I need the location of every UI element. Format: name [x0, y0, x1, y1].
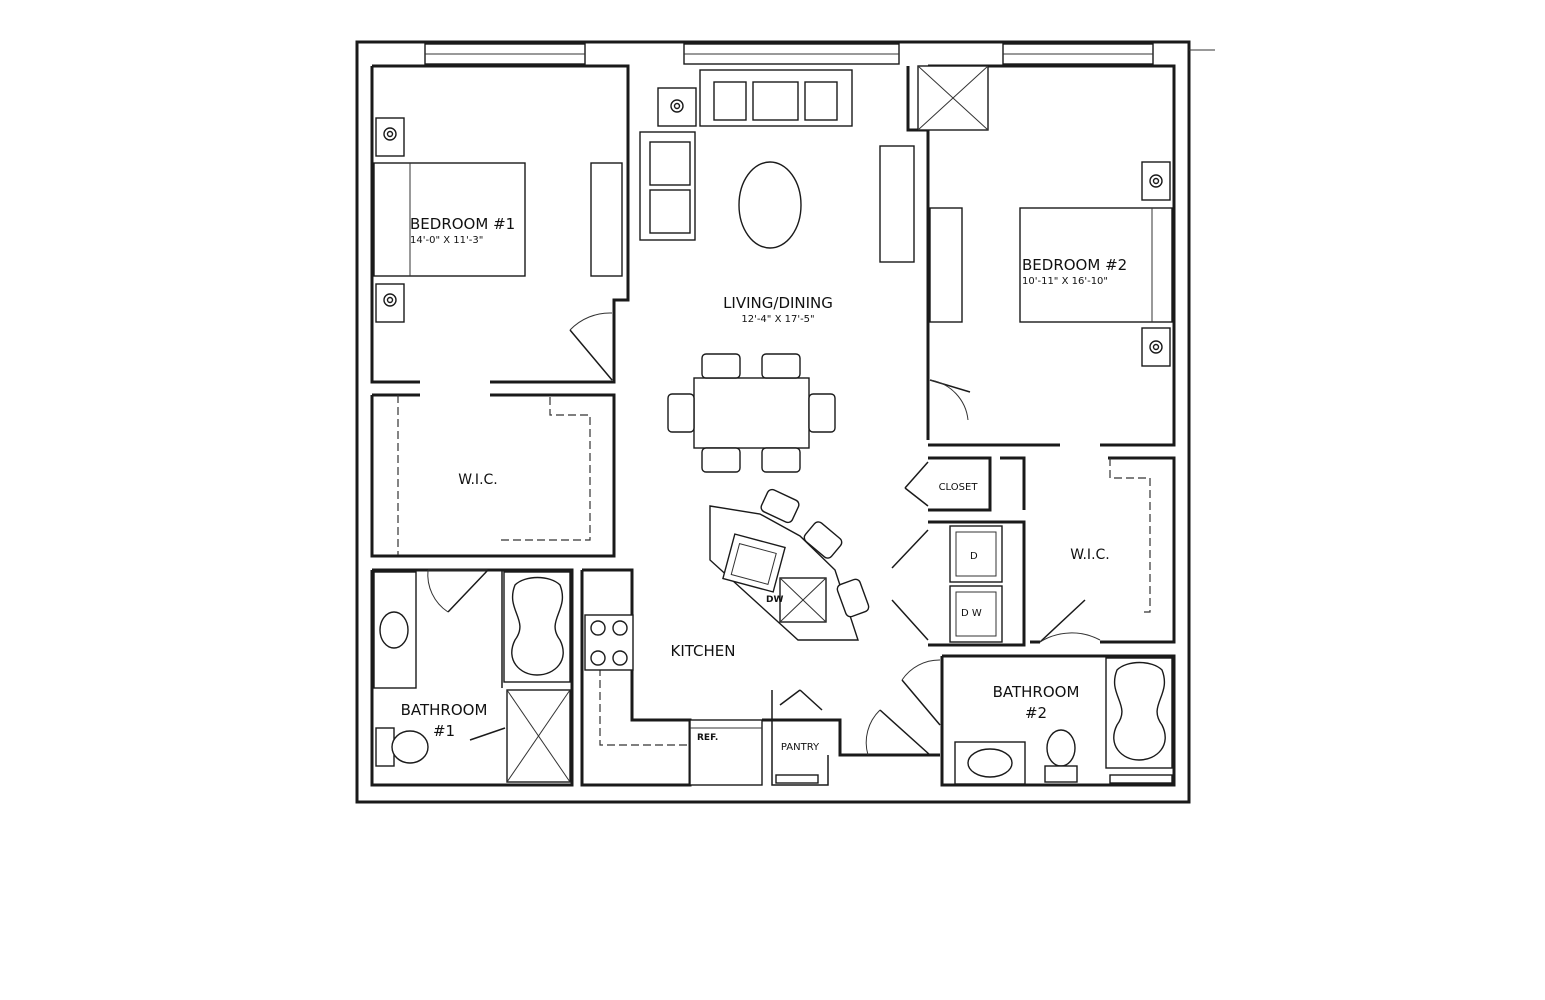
- pantry-name: PANTRY: [781, 742, 820, 753]
- exterior-walls: [355, 40, 1215, 804]
- bathroom2-number: #2: [1025, 704, 1047, 722]
- room-labels: BEDROOM #1 14'-0" X 11'-3" BEDROOM #2 10…: [401, 215, 1128, 753]
- bathroom1-number: #1: [433, 722, 455, 740]
- living-dining-dims: 12'-4" X 17'-5": [741, 314, 814, 325]
- kitchen-appliances: [584, 614, 819, 786]
- refrigerator-label: REF.: [697, 733, 718, 743]
- dishwasher-label: DW: [766, 595, 783, 605]
- closet-name: CLOSET: [939, 482, 979, 493]
- top-windows: [424, 43, 1154, 65]
- laundry: D D W: [949, 525, 1003, 643]
- kitchen-name: KITCHEN: [671, 642, 736, 660]
- living-furniture: [639, 69, 915, 473]
- washer-label: D W: [961, 608, 982, 619]
- kitchen-island: DW: [709, 488, 870, 641]
- doors: [427, 312, 1101, 756]
- bathroom1-fixtures: [373, 571, 571, 783]
- bedroom1-dims: 14'-0" X 11'-3": [410, 235, 483, 246]
- bedroom1-furniture: [373, 117, 623, 323]
- wic2-name: W.I.C.: [1070, 547, 1110, 563]
- bedroom1-name: BEDROOM #1: [410, 215, 515, 233]
- bathroom2-name: BATHROOM: [993, 683, 1080, 701]
- bedroom2-furniture: [917, 65, 1173, 367]
- bathroom2-fixtures: [954, 657, 1173, 785]
- bedroom2-dims: 10'-11" X 16'-10": [1022, 276, 1108, 287]
- dryer-label: D: [970, 551, 978, 562]
- wic1-name: W.I.C.: [458, 472, 498, 488]
- living-dining-name: LIVING/DINING: [723, 294, 833, 312]
- bathroom1-name: BATHROOM: [401, 701, 488, 719]
- bedroom2-name: BEDROOM #2: [1022, 256, 1127, 274]
